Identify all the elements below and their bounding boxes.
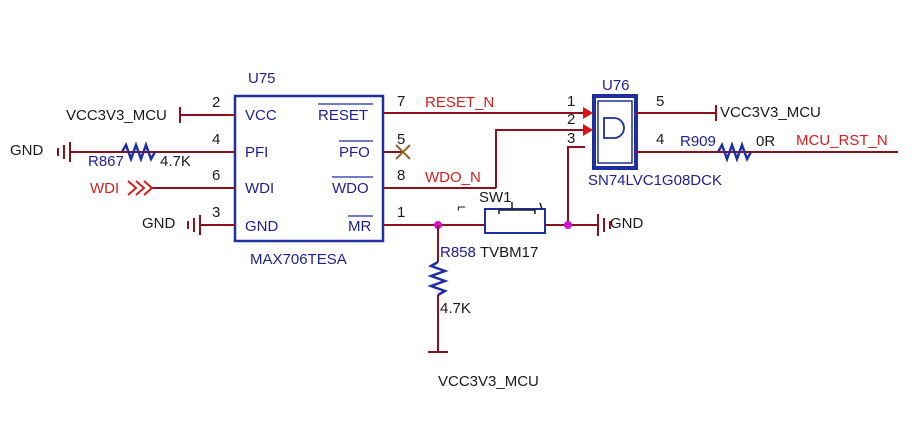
u75-pin-pfo-num: 5 [397,131,405,148]
and-gate-icon [603,117,625,139]
u75-pin-wdi-name: WDI [245,180,274,197]
u75-part: MAX706TESA [250,251,347,268]
wdi-port-icon [127,180,154,196]
u75-pin-pfo-name: PFO [339,144,370,161]
net-vcc-u76: VCC3V3_MCU [720,104,821,121]
u75-pin-gnd-name: GND [245,218,279,235]
u75-pin-pfi-name: PFI [245,144,268,161]
sw1-part: TVBM17 [480,244,538,261]
u75-pin-gnd-num: 3 [212,204,220,221]
net-gnd-u75: GND [142,215,176,232]
r909-resistor [716,141,753,163]
u76-pin-4: 4 [656,131,664,148]
sw1-body [484,208,546,234]
u76-part: SN74LVC1G08DCK [588,172,722,189]
u75-pin-wdo-name: WDO [332,180,369,197]
gnd-right-symbol [597,214,611,236]
gnd-u75-symbol [187,215,201,235]
u76-body [592,94,638,170]
r909-ref: R909 [680,133,716,150]
sw1-contact-icon [498,202,543,214]
u76-pin-3: 3 [567,130,575,147]
net-gnd-pfi: GND [10,142,44,159]
r858-value: 4.7K [440,300,471,317]
u76-pin1-arrow-icon [583,107,593,119]
net-gnd-right: GND [610,215,644,232]
u75-pin-reset-num: 7 [397,93,405,110]
r867-ref: R867 [88,153,124,170]
net-mcu-rst-n: MCU_RST_N [796,132,888,149]
u75-pin-vcc-name: VCC [245,107,277,124]
u76-pin-2: 2 [567,111,575,128]
u75-pin-vcc-num: 2 [212,94,220,111]
sw1-pin-marker: ⌐ [457,199,466,216]
u75-pin-reset-name: RESET [318,107,368,124]
no-connect-mark [395,144,411,160]
sw1-ref: SW1 [479,189,512,206]
r909-value: 0R [756,133,775,150]
u75-ref: U75 [248,70,276,87]
wdo-n-route [495,129,585,188]
net-vcc-left: VCC3V3_MCU [66,107,167,124]
u76-pin2-arrow-icon [583,124,593,136]
u75-pin-mr-name: MR [348,218,371,235]
u76-inner [597,100,633,164]
u75-pin-pfi-num: 4 [212,131,220,148]
u75-pin-wdi-num: 6 [212,167,220,184]
u76-pin-1: 1 [567,93,575,110]
u76-pin-5: 5 [656,93,664,110]
r867-resistor [120,141,157,163]
net-vcc-bottom: VCC3V3_MCU [438,373,539,390]
net-wdi: WDI [90,180,119,197]
r867-value: 4.7K [160,153,191,170]
u75-body [233,94,385,243]
u75-pin-wdo-num: 8 [397,167,405,184]
net-reset-n: RESET_N [425,94,494,111]
junction-dot [564,221,572,229]
u75-pin-mr-num: 1 [397,204,405,221]
r858-ref: R858 [440,244,476,261]
net-wdo-n: WDO_N [425,169,481,186]
u76-gnd-route [567,146,585,225]
u76-ref: U76 [602,77,630,94]
r858-resistor [427,260,449,297]
gnd-pfi-symbol [57,142,71,162]
